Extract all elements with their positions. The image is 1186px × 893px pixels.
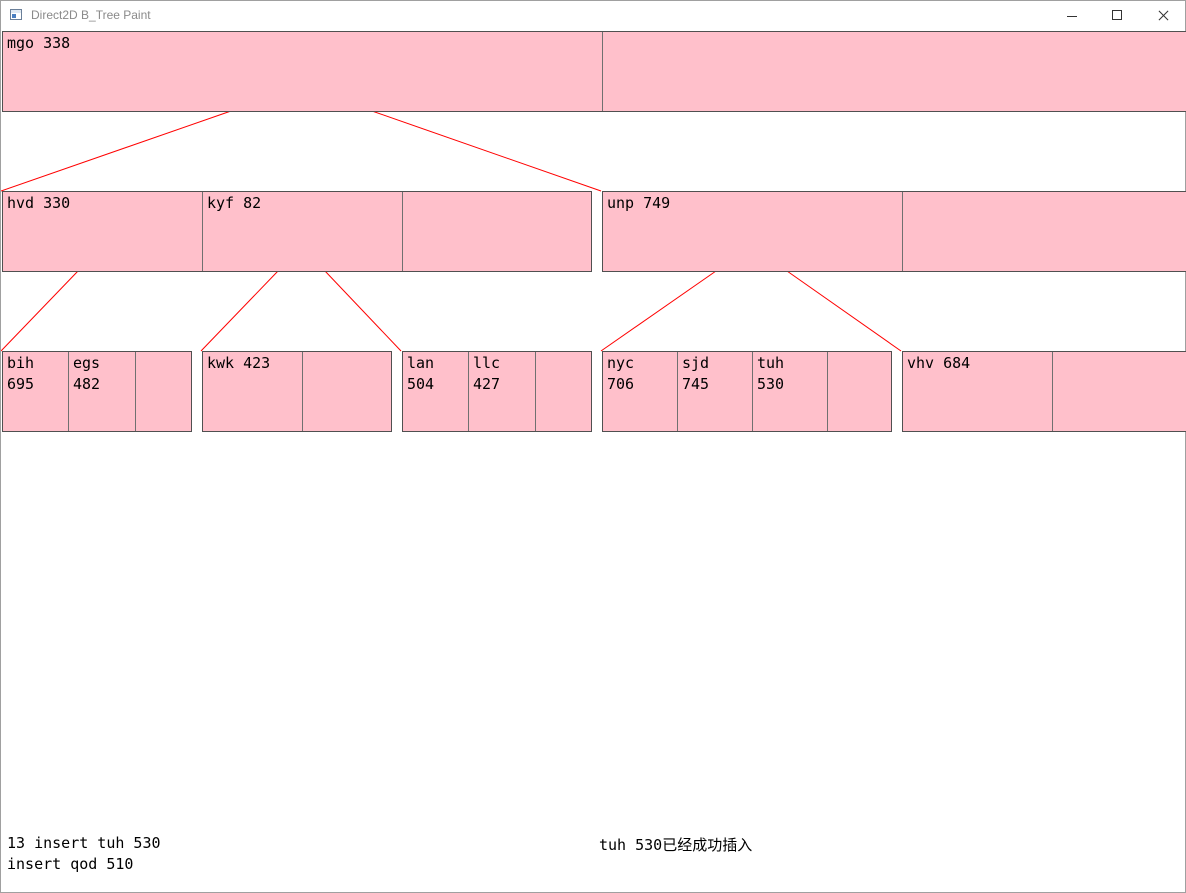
edge-kyf-lan xyxy=(324,270,402,352)
node-key: sjd 745 xyxy=(682,354,710,393)
node-slot-empty xyxy=(303,352,393,431)
leaf-node-bih-egs: bih 695 egs 482 xyxy=(2,351,192,432)
node-key: kwk 423 xyxy=(207,354,271,372)
node-slot: lan 504 xyxy=(403,352,469,431)
node-slot: llc 427 xyxy=(469,352,536,431)
node-key: vhv 684 xyxy=(907,354,971,372)
node-key: lan 504 xyxy=(407,354,435,393)
node-key: tuh 530 xyxy=(757,354,785,393)
node-slot: vhv 684 xyxy=(903,352,1053,431)
node-slot: mgo 338 xyxy=(3,32,603,111)
internal-node-hvd-kyf: hvd 330 kyf 82 xyxy=(2,191,592,272)
edge-root-hvd xyxy=(1,110,232,192)
node-key: llc 427 xyxy=(473,354,501,393)
node-slot-empty xyxy=(603,32,1186,111)
node-slot-empty xyxy=(403,192,593,271)
edge-hvd-bih xyxy=(1,270,79,352)
app-window-icon xyxy=(10,9,22,20)
node-key: mgo 338 xyxy=(7,34,71,52)
node-slot: nyc 706 xyxy=(603,352,678,431)
close-button[interactable] xyxy=(1140,1,1186,31)
node-slot-empty xyxy=(903,192,1186,271)
node-slot-empty xyxy=(828,352,893,431)
node-slot: kwk 423 xyxy=(203,352,303,431)
node-key: kyf 82 xyxy=(207,194,262,212)
internal-node-unp: unp 749 xyxy=(602,191,1186,272)
edge-unp-nyc xyxy=(600,270,717,352)
node-key: bih 695 xyxy=(7,354,35,393)
window-title: Direct2D B_Tree Paint xyxy=(31,8,151,22)
node-slot: hvd 330 xyxy=(3,192,203,271)
node-slot: tuh 530 xyxy=(753,352,828,431)
node-slot: kyf 82 xyxy=(203,192,403,271)
node-slot-empty xyxy=(536,352,593,431)
node-key: nyc 706 xyxy=(607,354,635,393)
node-key: unp 749 xyxy=(607,194,671,212)
status-message: tuh 530已经成功插入 xyxy=(599,836,753,854)
console-line-2: insert qod 510 xyxy=(7,855,134,873)
node-slot: bih 695 xyxy=(3,352,69,431)
node-slot: egs 482 xyxy=(69,352,136,431)
node-key: egs 482 xyxy=(73,354,101,393)
node-slot-empty xyxy=(136,352,193,431)
leaf-node-nyc-sjd-tuh: nyc 706 sjd 745 tuh 530 xyxy=(602,351,892,432)
maximize-button[interactable] xyxy=(1094,1,1140,31)
edge-kyf-kwk xyxy=(200,270,279,352)
node-slot-empty xyxy=(1053,352,1186,431)
node-slot: unp 749 xyxy=(603,192,903,271)
node-slot: sjd 745 xyxy=(678,352,753,431)
leaf-node-lan-llc: lan 504 llc 427 xyxy=(402,351,592,432)
edge-unp-vhv xyxy=(786,270,902,352)
leaf-node-kwk: kwk 423 xyxy=(202,351,392,432)
minimize-button[interactable] xyxy=(1048,1,1094,31)
node-key: hvd 330 xyxy=(7,194,71,212)
edge-root-unp xyxy=(371,110,602,192)
root-node: mgo 338 xyxy=(2,31,1186,112)
title-bar[interactable]: Direct2D B_Tree Paint xyxy=(1,1,1185,31)
leaf-node-vhv: vhv 684 xyxy=(902,351,1186,432)
console-line-1: 13 insert tuh 530 xyxy=(7,834,161,852)
